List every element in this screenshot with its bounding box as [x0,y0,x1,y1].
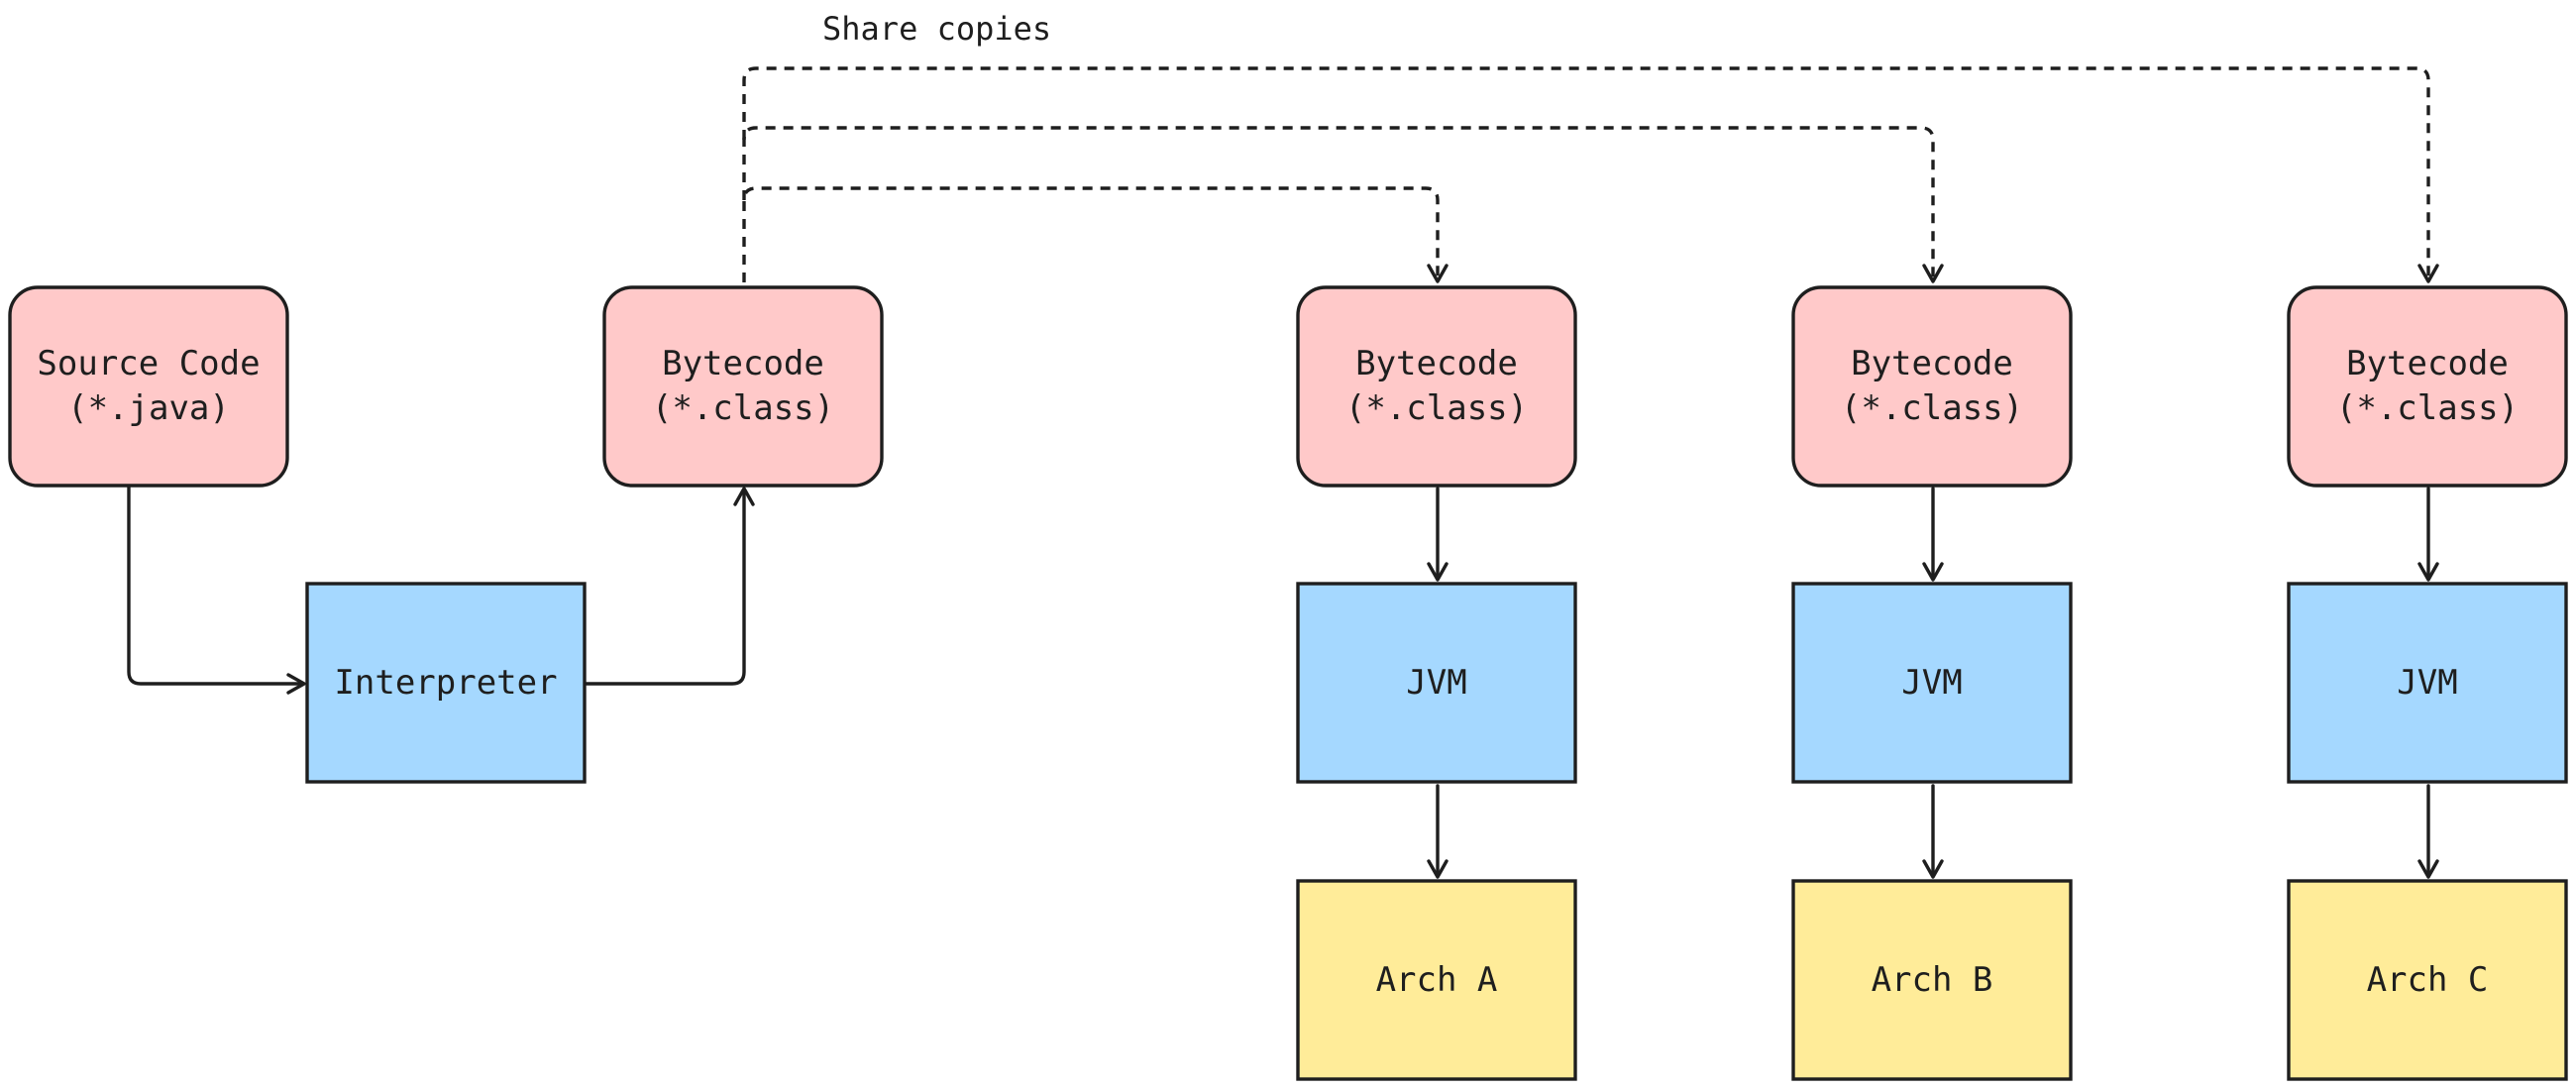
arrowhead-bytecode-c [2417,264,2439,283]
bytecode-a-title: Bytecode [1355,344,1518,383]
arrowhead-bytecode-b [1922,264,1944,283]
jvm-a-box [1296,582,1577,784]
source-code-node: Source Code (*.java) [8,285,289,488]
arrowhead-arch-a [1427,859,1449,879]
arch-c-node: Arch C [2287,879,2568,1081]
bytecode-main-box [602,285,884,488]
edge-interpreter-to-bytecode [585,488,746,686]
bytecode-b-title: Bytecode [1851,344,2013,383]
bytecode-c-title: Bytecode [2346,344,2509,383]
edge-share-to-bytecode-a [742,186,1440,282]
interpreter-node: Interpreter [305,582,587,784]
arch-b-label: Arch B [1872,960,1993,1000]
arch-b-node: Arch B [1791,879,2073,1081]
arrowhead-arch-c [2417,859,2439,879]
edges [127,66,2439,879]
bytecode-a-extension: (*.class) [1345,388,1528,428]
bytecode-b-node: Bytecode (*.class) [1791,285,2073,488]
arch-b-box [1791,879,2073,1081]
bytecode-main-extension: (*.class) [652,388,834,428]
bytecode-b-box [1791,285,2073,488]
edge-source-to-interpreter [127,484,305,686]
arch-c-box [2287,879,2568,1081]
arrowhead-jvm-b [1922,562,1944,582]
interpreter-label: Interpreter [334,663,557,703]
bytecode-c-extension: (*.class) [2336,388,2519,428]
edge-share-to-bytecode-c [742,66,2430,279]
arrowhead-interpreter [286,673,306,695]
arrowhead-jvm-c [2417,562,2439,582]
source-code-box [8,285,289,488]
edge-share-to-bytecode-b [742,126,1935,279]
arch-a-node: Arch A [1296,879,1577,1081]
arch-a-label: Arch A [1376,960,1498,1000]
bytecode-c-box [2287,285,2568,488]
jvm-a-node: JVM [1296,582,1577,784]
arrowhead-jvm-a [1427,562,1449,582]
source-code-title: Source Code [37,344,260,383]
jvm-b-node: JVM [1791,582,2073,784]
arrowhead-bytecode-a [1427,264,1449,283]
bytecode-main-node: Bytecode (*.class) [602,285,884,488]
source-code-extension: (*.java) [67,388,230,428]
jvm-a-label: JVM [1406,663,1466,703]
jvm-c-box [2287,582,2568,784]
arrowhead-bytecode-main [733,487,755,506]
bytecode-b-extension: (*.class) [1841,388,2023,428]
share-copies-label: Share copies [822,10,1051,48]
bytecode-a-box [1296,285,1577,488]
arrowhead-arch-b [1922,859,1944,879]
bytecode-main-title: Bytecode [662,344,824,383]
arch-a-box [1296,879,1577,1081]
interpreter-box [305,582,587,784]
bytecode-a-node: Bytecode (*.class) [1296,285,1577,488]
jvm-b-box [1791,582,2073,784]
jvm-c-label: JVM [2397,663,2457,703]
jvm-c-node: JVM [2287,582,2568,784]
jvm-b-label: JVM [1901,663,1962,703]
bytecode-c-node: Bytecode (*.class) [2287,285,2568,488]
arch-c-label: Arch C [2367,960,2489,1000]
